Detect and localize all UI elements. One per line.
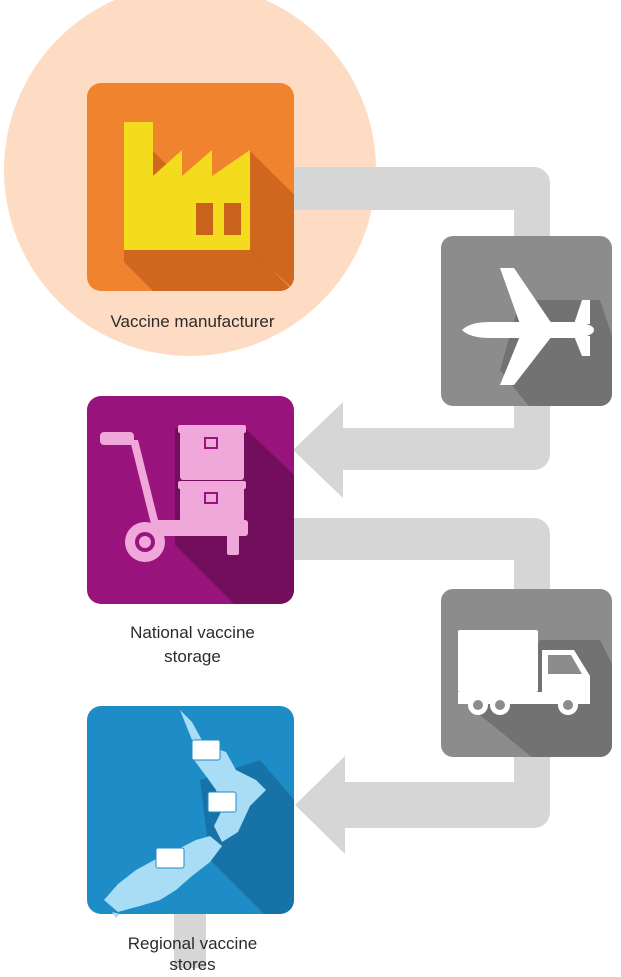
regional-stores-label-line2: stores [169,955,216,974]
national-storage-label-line1: National vaccine [130,623,255,642]
road-transport-tile [441,589,612,757]
regional-stores-label: Regional vaccine stores [70,932,315,977]
national-storage-tile [87,396,294,604]
flow-arrow-downstream [174,912,206,968]
national-storage-label-line2: storage [164,647,221,666]
truck-icon [458,630,590,715]
cart-with-boxes-icon [100,425,248,562]
store-markers [155,739,237,869]
flow-arrow-manufacturer-to-national [293,167,550,498]
flow-arrow-national-to-regional [294,518,550,854]
airplane-icon [462,268,594,385]
regional-stores-tile [87,706,294,918]
manufacturer-label: Vaccine manufacturer [110,312,275,331]
air-transport-tile [441,236,612,406]
national-storage-label: National vaccine storage [70,621,315,669]
factory-icon [124,122,250,250]
manufacturer-tile [87,83,294,291]
regional-stores-label-line1: Regional vaccine [127,934,258,953]
